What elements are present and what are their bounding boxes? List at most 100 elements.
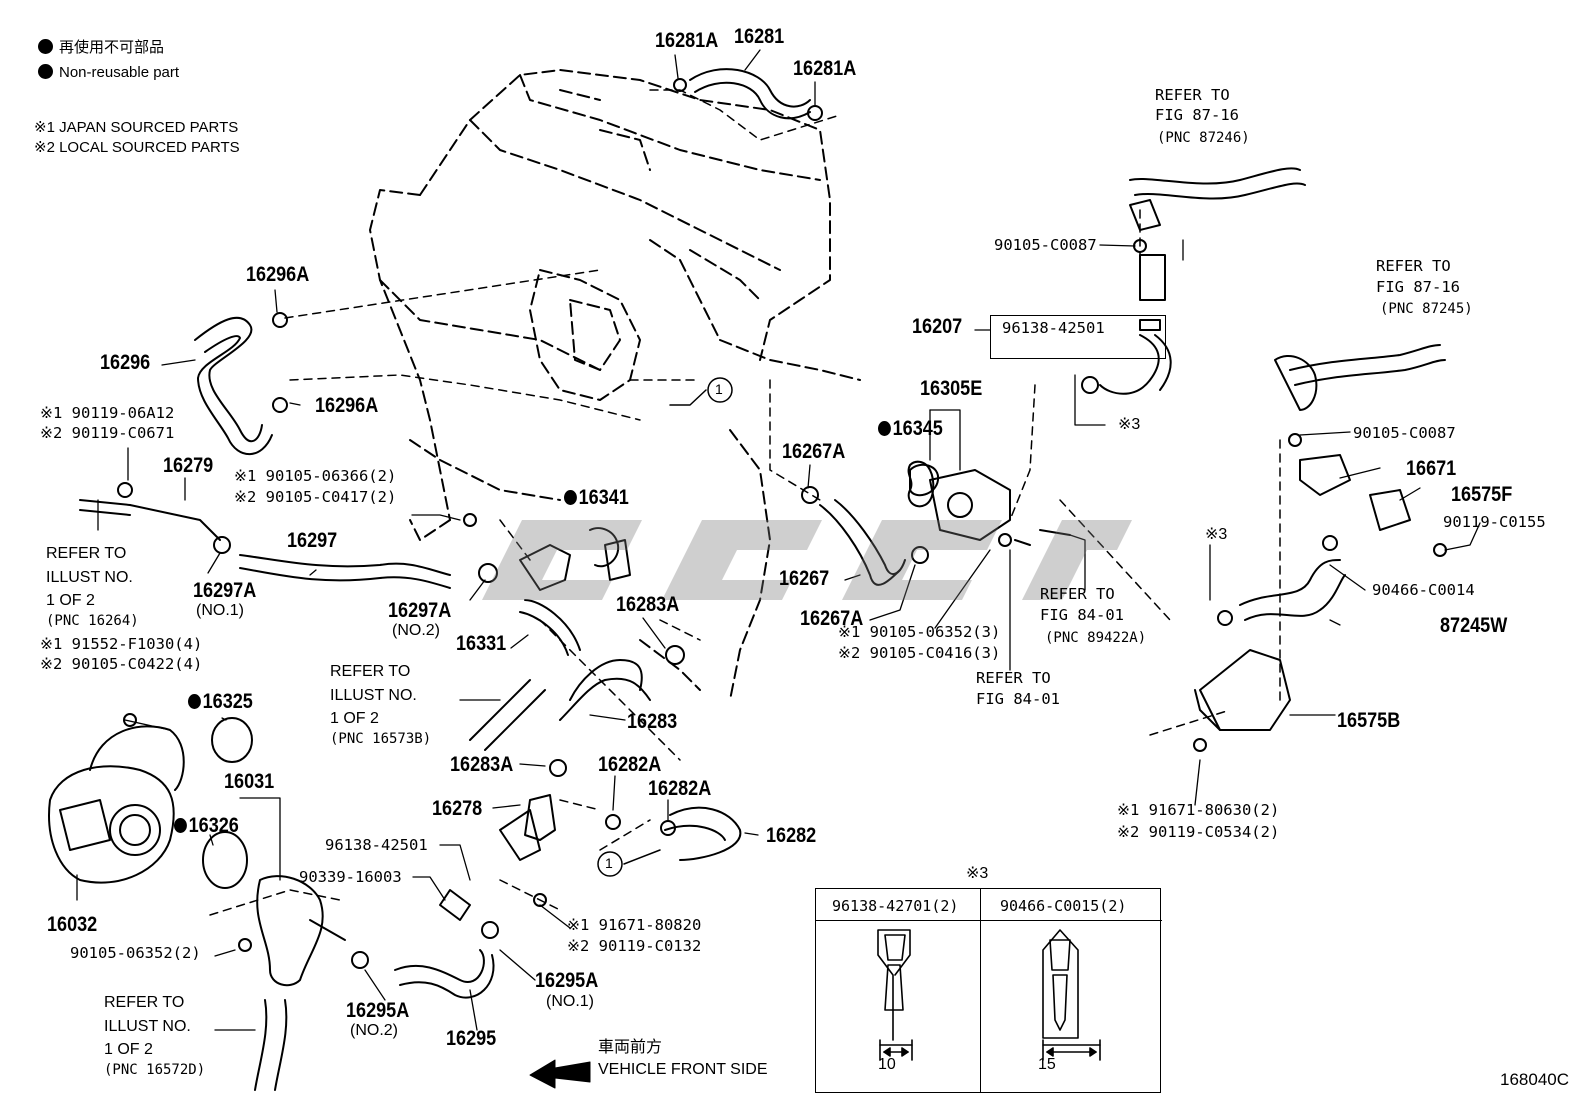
part-16296A-bottom: 16296A (315, 394, 379, 417)
nonreusable-jp-text: 再使用不可部品 (59, 39, 165, 56)
part-16575B: 16575B (1337, 709, 1401, 732)
ref-16573B-l3: 1 OF 2 (330, 710, 379, 727)
bolt-90119-C0534: ※2 90119-C0534(2) (1117, 823, 1280, 841)
front-arrow-icon (529, 1059, 591, 1089)
part-16345: 16345 (878, 418, 943, 439)
ref-87246-l2: FIG 87-16 (1155, 106, 1239, 124)
clamp-96138-42501-left: 96138-42501 (325, 836, 428, 854)
part-16305E: 16305E (920, 377, 983, 400)
part-16282A-top: 16282A (598, 753, 662, 776)
ref-87246-l3: (PNC 87246) (1157, 130, 1250, 146)
ref-16573B-l2: ILLUST NO. (330, 687, 417, 704)
ref-mark-3-b: ※3 (1205, 526, 1228, 543)
part-16326-text: 16326 (188, 814, 239, 837)
part-16295A-no2: 16295A (346, 999, 410, 1022)
ref-87246-l1: REFER TO (1155, 86, 1230, 104)
callout-1-lower: 1 (605, 855, 613, 871)
ref-16264-l4: (PNC 16264) (46, 613, 139, 629)
part-16282A-mid: 16282A (648, 777, 712, 800)
ref-87245-l1: REFER TO (1376, 257, 1451, 275)
bolt-90105-06352-left: 90105-06352(2) (70, 944, 201, 962)
ref-16573B-l1: REFER TO (330, 663, 411, 680)
part-16341-text: 16341 (578, 486, 629, 509)
bolt-90105-C0422: ※2 90105-C0422(4) (40, 655, 203, 673)
engine-outline (369, 69, 861, 701)
bolt-90105-06352-mid: ※1 90105-06352(3) (838, 623, 1001, 641)
legend-col-1: 96138-42701(2) (832, 897, 959, 915)
part-16296: 16296 (100, 351, 151, 374)
callout-1-upper: 1 (715, 381, 723, 397)
bolt-90105-06366: ※1 90105-06366(2) (234, 467, 397, 485)
gaskets (604, 460, 935, 581)
bolt-91671-80820: ※1 91671-80820 (567, 916, 702, 934)
kit-16207-box (990, 315, 1166, 359)
nonreusable-dot-icon (38, 39, 53, 54)
local-sourced-note: ※2 LOCAL SOURCED PARTS (34, 139, 240, 156)
part-16297: 16297 (287, 529, 338, 552)
part-16295A-no1: 16295A (535, 969, 599, 992)
legend-dim-2: 15 (1038, 1056, 1056, 1073)
part-16281: 16281 (734, 25, 785, 48)
part-16331: 16331 (456, 632, 507, 655)
part-16278: 16278 (432, 797, 483, 820)
part-16575F: 16575F (1451, 483, 1513, 506)
part-16297A-no1: 16297A (193, 579, 257, 602)
legend-clip-drawings (877, 929, 1101, 1061)
part-16283A-top: 16283A (616, 593, 680, 616)
part-16671: 16671 (1406, 457, 1457, 480)
part-16295: 16295 (446, 1027, 497, 1050)
bolt-90119-C0671: ※2 90119-C0671 (40, 424, 175, 442)
ref-16572D-l4: (PNC 16572D) (104, 1062, 206, 1078)
no1-tag-b: (NO.1) (546, 993, 594, 1010)
part-16325-text: 16325 (202, 690, 253, 713)
vehicle-front-jp: 車両前方 (598, 1039, 663, 1056)
no2-tag-a: (NO.2) (392, 622, 440, 639)
no1-tag-a: (NO.1) (196, 602, 244, 619)
ref-16572D-l2: ILLUST NO. (104, 1018, 191, 1035)
ref-16572D-l3: 1 OF 2 (104, 1041, 153, 1058)
part-16282: 16282 (766, 824, 817, 847)
part-16032: 16032 (47, 913, 98, 936)
bolt-90105-C0416: ※2 90105-C0416(3) (838, 644, 1001, 662)
nonreusable-dot-icon (878, 421, 891, 436)
part-16326: 16326 (174, 815, 239, 836)
leader-dashes (209, 89, 1281, 916)
clamp-96138-42501-right: 96138-42501 (1002, 319, 1105, 337)
part-16207: 16207 (912, 315, 963, 338)
nonreusable-dot-icon (174, 818, 187, 833)
part-16281A-right: 16281A (793, 57, 857, 80)
ref-8401-l2: FIG 84-01 (976, 690, 1060, 708)
legend-header-row (816, 889, 1162, 921)
watermark-logo (482, 520, 1132, 600)
part-16281A-left: 16281A (655, 29, 719, 52)
leader-lines (76, 49, 1481, 1031)
nonreusable-dot-icon (564, 490, 577, 505)
legend-dim-1: 10 (878, 1056, 896, 1073)
part-16297A-no2: 16297A (388, 599, 452, 622)
nonreusable-legend-jp: 再使用不可部品 (38, 39, 164, 55)
bolt-90119-06A12: ※1 90119-06A12 (40, 404, 175, 422)
bolt-91552-F1030: ※1 91552-F1030(4) (40, 635, 203, 653)
ref-87245-l2: FIG 87-16 (1376, 278, 1460, 296)
ref-16264-l3: 1 OF 2 (46, 592, 95, 609)
plug-90339-16003: 90339-16003 (299, 868, 402, 886)
part-16283: 16283 (627, 710, 678, 733)
clamp-90466-C0014: 90466-C0014 (1372, 581, 1475, 599)
part-16341: 16341 (564, 487, 629, 508)
part-16325: 16325 (188, 691, 253, 712)
part-16031: 16031 (224, 770, 275, 793)
nonreusable-en-text: Non-reusable part (59, 64, 180, 81)
ref-89422A-l3: (PNC 89422A) (1045, 630, 1147, 646)
part-16267A-top: 16267A (782, 440, 846, 463)
japan-sourced-note: ※1 JAPAN SOURCED PARTS (34, 119, 239, 136)
bolt-90105-C0087-right: 90105-C0087 (1353, 424, 1456, 442)
part-16296A-top: 16296A (246, 263, 310, 286)
components (48, 199, 1411, 987)
legend-divider (980, 889, 981, 1092)
part-16267: 16267 (779, 567, 830, 590)
legend-col-2: 90466-C0015(2) (1000, 897, 1127, 915)
part-87245W: 87245W (1440, 614, 1508, 637)
hoses (79, 68, 1446, 1091)
no2-tag-b: (NO.2) (350, 1022, 398, 1039)
